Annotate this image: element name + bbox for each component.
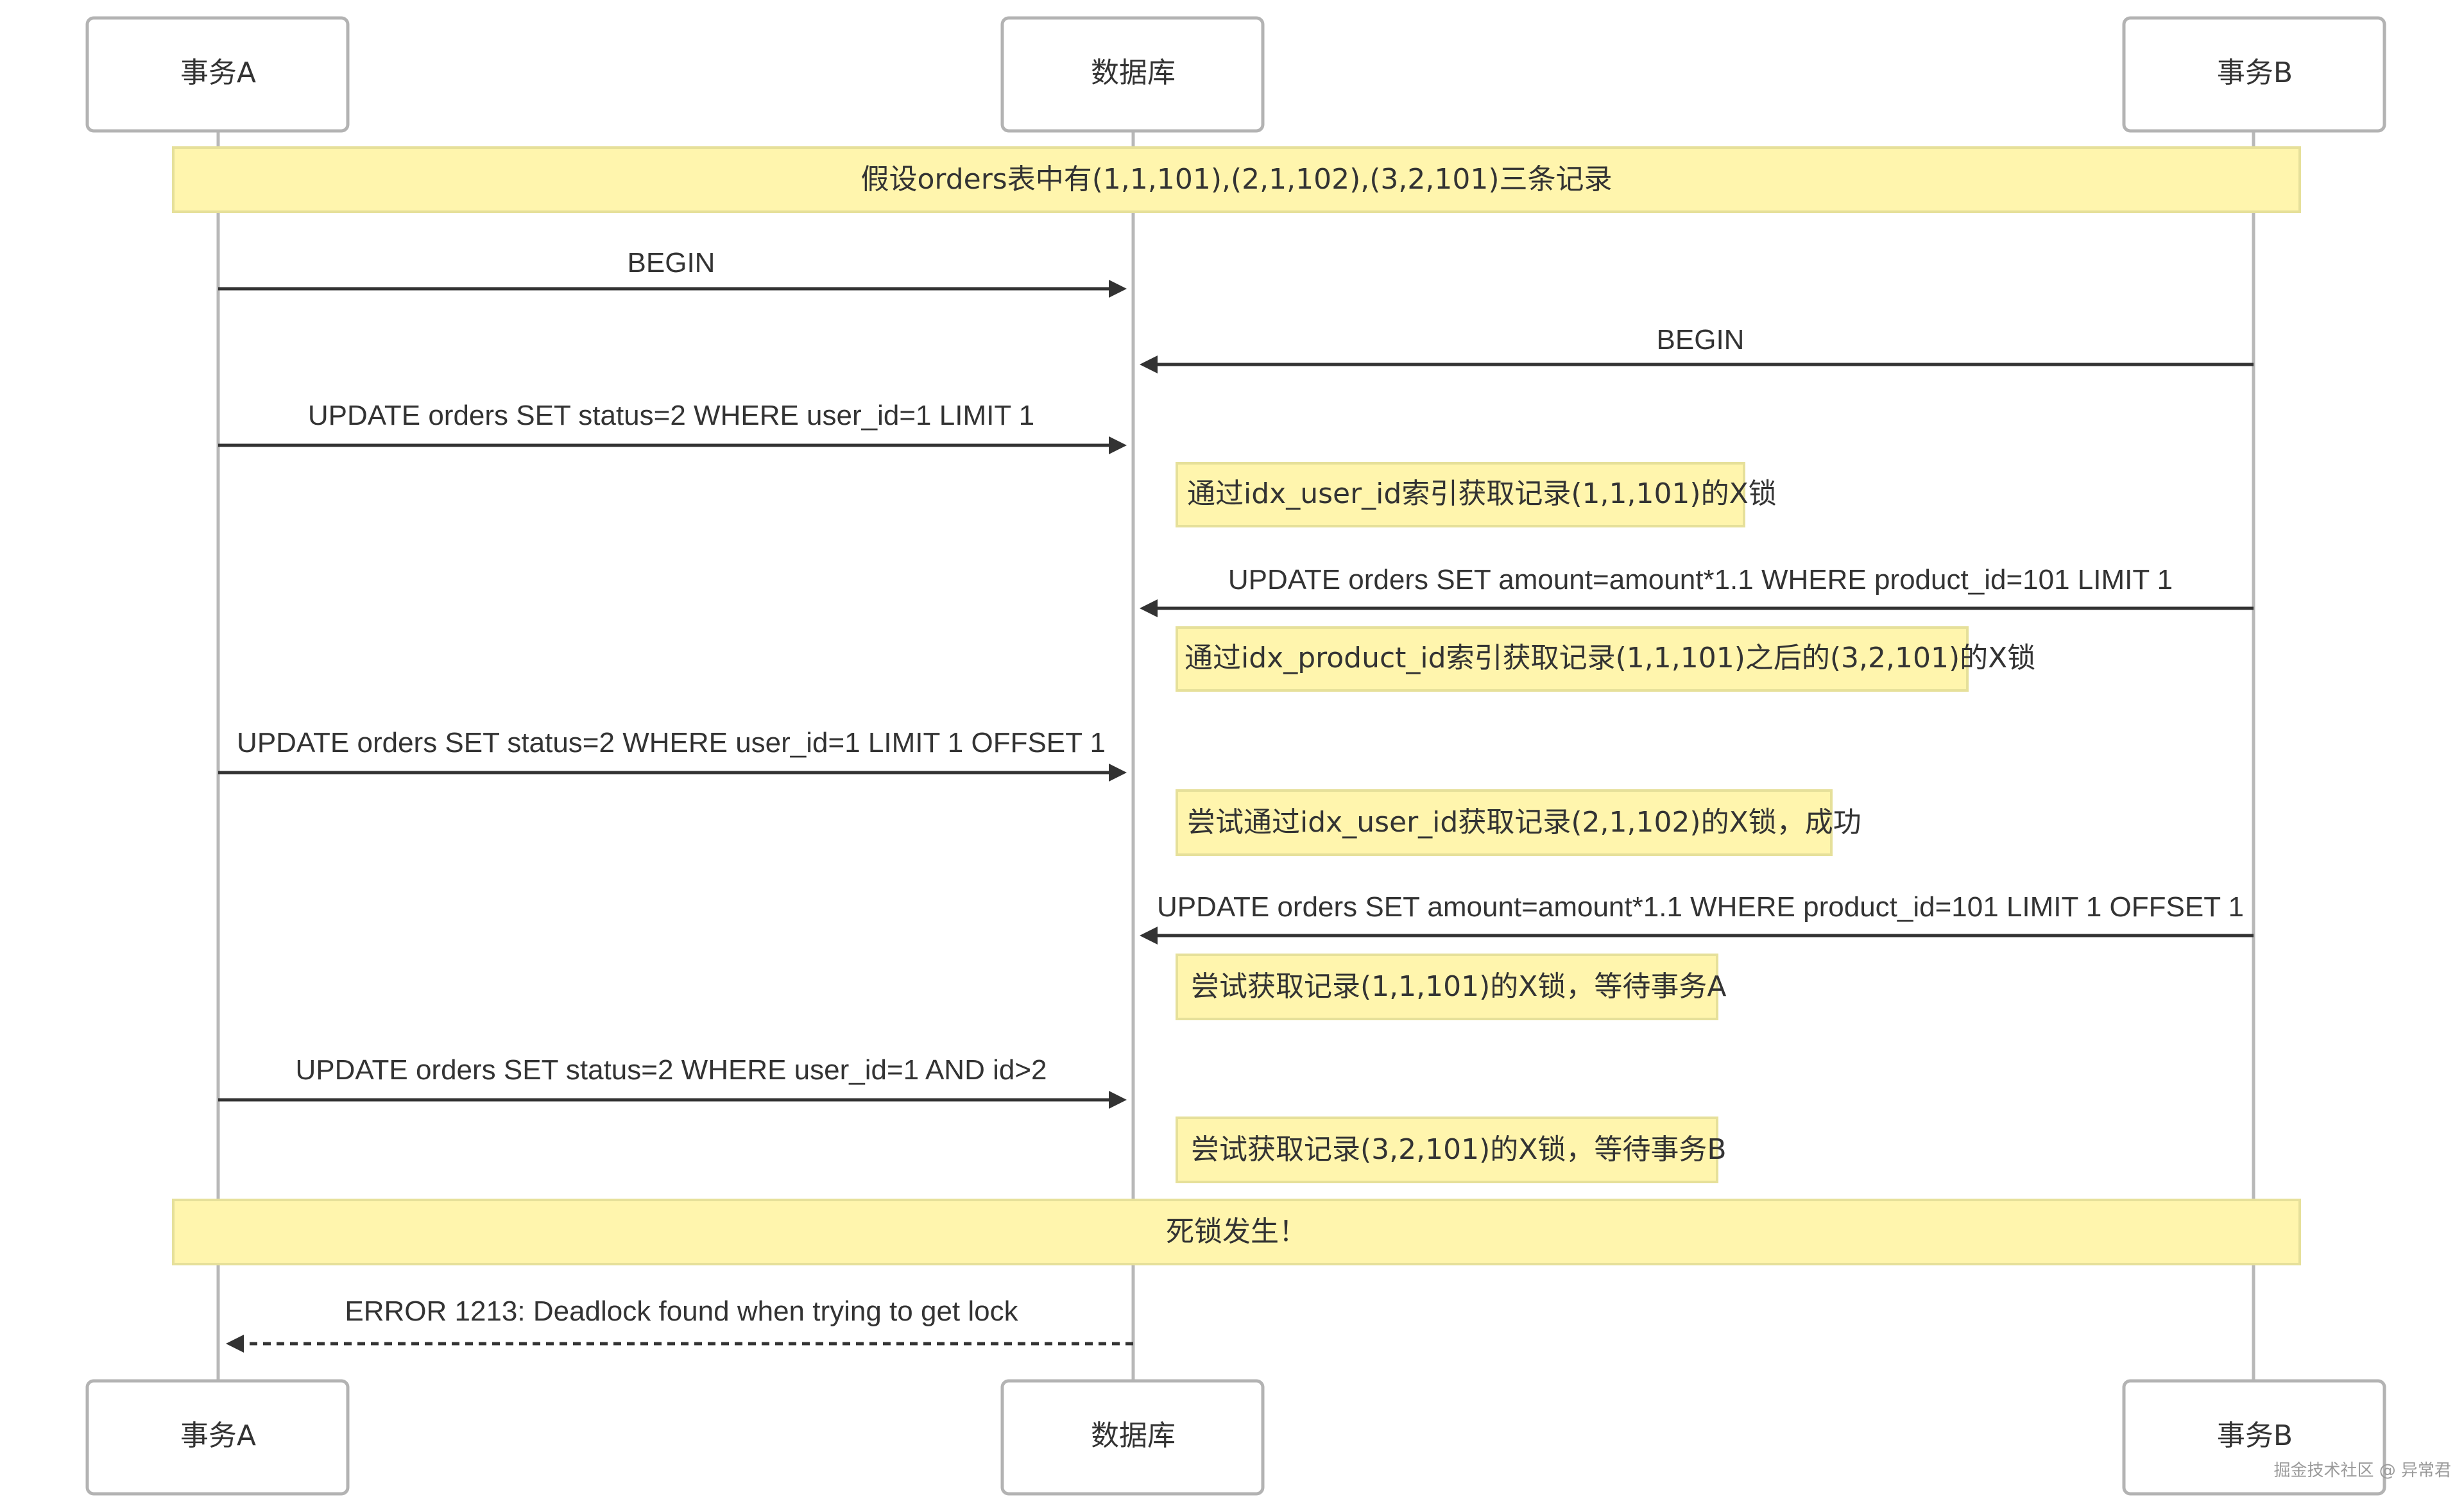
note-lock-5: 尝试获取记录(3,2,101)的X锁，等待事务B: [1176, 1117, 1727, 1183]
note-lock-1-text: 通过idx_user_id索引获取记录(1,1,101)的X锁: [1187, 477, 1777, 510]
message-update-b-2: UPDATE orders SET amount=amount*1.1 WHER…: [1140, 891, 2254, 945]
note-lock-3: 尝试通过idx_user_id获取记录(2,1,102)的X锁，成功: [1176, 789, 1861, 856]
note-lock-2: 通过idx_product_id索引获取记录(1,1,101)之后的(3,2,1…: [1176, 626, 2035, 692]
actor-a-top: 事务A: [85, 16, 350, 133]
message-begin-a-label: BEGIN: [628, 247, 715, 278]
note-lock-5-text: 尝试获取记录(3,2,101)的X锁，等待事务B: [1191, 1133, 1727, 1166]
message-error-label: ERROR 1213: Deadlock found when trying t…: [345, 1296, 1018, 1327]
actor-b-bottom-label: 事务B: [2217, 1419, 2293, 1452]
note-deadlock-text: 死锁发生！: [1166, 1215, 1307, 1248]
actor-db-top: 数据库: [1000, 16, 1265, 133]
actor-a-top-label: 事务A: [180, 56, 256, 89]
message-update-a-1-label: UPDATE orders SET status=2 WHERE user_id…: [308, 400, 1034, 431]
note-deadlock: 死锁发生！: [172, 1199, 2301, 1265]
actor-b-bottom: 事务B: [2122, 1379, 2386, 1496]
actor-db-bottom: 数据库: [1000, 1379, 1265, 1496]
note-lock-4: 尝试获取记录(1,1,101)的X锁，等待事务A: [1176, 954, 1727, 1020]
actor-a-bottom: 事务A: [85, 1379, 350, 1496]
actor-b-top-label: 事务B: [2217, 56, 2293, 89]
note-lock-1: 通过idx_user_id索引获取记录(1,1,101)的X锁: [1176, 462, 1777, 527]
note-intro-text: 假设orders表中有(1,1,101),(2,1,102),(3,2,101)…: [860, 163, 1612, 196]
actor-b-top: 事务B: [2122, 16, 2386, 133]
message-update-b-2-label: UPDATE orders SET amount=amount*1.1 WHER…: [1157, 891, 2244, 923]
note-lock-3-text: 尝试通过idx_user_id获取记录(2,1,102)的X锁，成功: [1187, 806, 1861, 839]
message-begin-b-label: BEGIN: [1657, 324, 1745, 355]
message-update-a-2: UPDATE orders SET status=2 WHERE user_id…: [218, 727, 1127, 782]
message-update-a-3: UPDATE orders SET status=2 WHERE user_id…: [218, 1054, 1127, 1109]
note-lock-4-text: 尝试获取记录(1,1,101)的X锁，等待事务A: [1191, 970, 1727, 1003]
watermark: 掘金技术社区 @ 异常君: [2273, 1461, 2451, 1480]
message-update-a-3-label: UPDATE orders SET status=2 WHERE user_id…: [296, 1054, 1047, 1086]
note-intro: 假设orders表中有(1,1,101),(2,1,102),(3,2,101)…: [172, 146, 2301, 213]
message-update-a-1: UPDATE orders SET status=2 WHERE user_id…: [218, 400, 1127, 454]
actor-db-top-label: 数据库: [1091, 56, 1176, 89]
message-begin-b: BEGIN: [1140, 324, 2254, 373]
message-update-a-2-label: UPDATE orders SET status=2 WHERE user_id…: [237, 727, 1106, 758]
message-error: ERROR 1213: Deadlock found when trying t…: [226, 1296, 1133, 1353]
actor-db-bottom-label: 数据库: [1091, 1419, 1176, 1452]
message-update-b-1-label: UPDATE orders SET amount=amount*1.1 WHER…: [1228, 564, 2173, 595]
message-begin-a: BEGIN: [218, 247, 1127, 298]
note-lock-2-text: 通过idx_product_id索引获取记录(1,1,101)之后的(3,2,1…: [1185, 642, 2035, 674]
message-update-b-1: UPDATE orders SET amount=amount*1.1 WHER…: [1140, 564, 2254, 617]
actor-a-bottom-label: 事务A: [180, 1419, 256, 1452]
